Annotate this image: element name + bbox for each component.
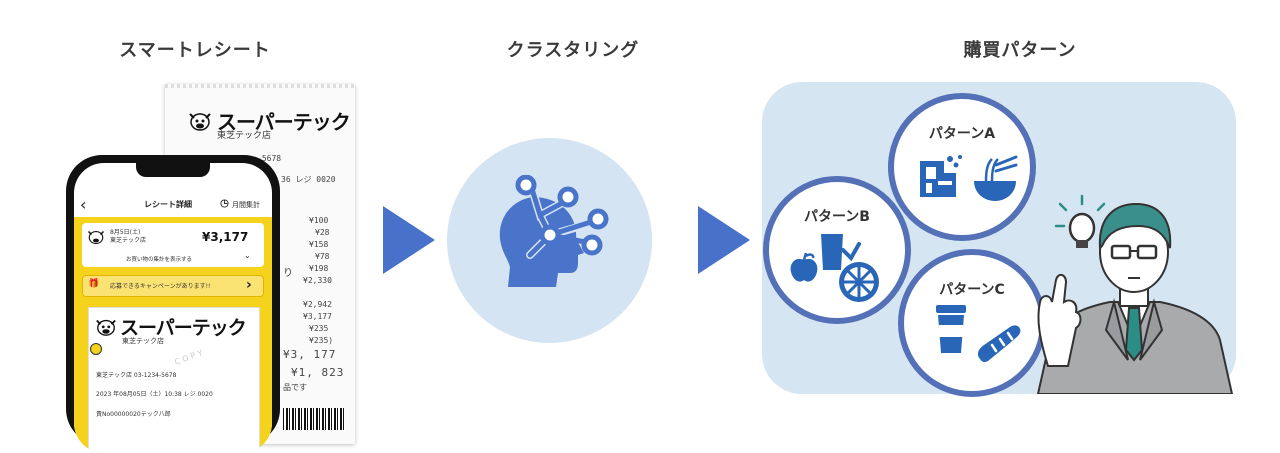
receipt-price-3: ¥78 — [315, 252, 330, 261]
juice-icon — [821, 234, 861, 270]
pattern-label-a: パターンA — [928, 126, 996, 142]
orange-slice-icon — [839, 262, 879, 302]
receipt-phone-suffix: -5678 — [257, 154, 282, 163]
noodle-bowl-icon — [974, 155, 1018, 201]
pattern-label-c: パターンC — [939, 282, 1005, 298]
receipt-price-8: ¥235 — [309, 324, 329, 333]
receipt-price-11: ¥1, 823 — [291, 366, 345, 379]
digital-receipt-datetime: 2023 年08月05日（土）10:38 レジ 0020 — [96, 391, 213, 398]
cow-logo-icon — [189, 113, 211, 131]
pattern-label-b: パターンB — [804, 209, 870, 225]
title-clustering: クラスタリング — [506, 40, 640, 61]
receipt-price-1: ¥28 — [315, 228, 330, 237]
pattern-bubble-c: パターンC — [898, 249, 1046, 397]
campaign-arrow-icon[interactable]: › — [246, 277, 252, 293]
receipt-price-6: ¥2,942 — [303, 300, 332, 309]
pattern-bubble-a: パターンA — [888, 93, 1036, 241]
digital-receipt-phone: 東芝テック店 03-1234-5678 — [96, 372, 177, 379]
digital-receipt-member: 責No00000020テック八郎 — [96, 411, 171, 418]
title-smart-receipt: スマートレシート — [119, 40, 271, 61]
receipt-price-5: ¥2,330 — [303, 276, 332, 285]
pattern-bubble-b: パターンB — [763, 176, 911, 324]
gift-icon: 🎁 — [88, 279, 100, 289]
smartphone: ‹ レシート詳細 月間集計 8月5日(土) 東芝テック店 ¥3,177 お買い物… — [66, 155, 280, 453]
title-purchase-pattern: 購買パターン — [963, 40, 1077, 61]
summary-date: 8月5日(土) — [110, 229, 141, 236]
summary-total: ¥3,177 — [202, 230, 249, 244]
monthly-summary-icon[interactable] — [220, 199, 229, 208]
receipt-price-4: ¥198 — [309, 264, 329, 273]
receipt-fragment: り — [283, 268, 293, 279]
coffee-cup-icon — [936, 305, 966, 353]
zoom-magnifier-icon[interactable] — [90, 343, 102, 355]
cow-logo-icon — [87, 230, 105, 245]
flow-arrow-1 — [383, 206, 435, 274]
campaign-text: 応募できるキャンペーンがあります!! — [110, 283, 211, 290]
receipt-price-7: ¥3,177 — [303, 312, 332, 321]
back-chevron-icon[interactable]: ‹ — [80, 195, 87, 214]
receipt-price-2: ¥158 — [309, 240, 329, 249]
apple-icon — [790, 252, 818, 282]
phone-notch — [136, 163, 210, 177]
phone-header-action[interactable]: 月間集計 — [232, 201, 260, 209]
digital-receipt-store: 東芝テック店 — [122, 337, 164, 345]
businessman-thinking-illustration — [1036, 194, 1234, 394]
ai-head-network-icon — [499, 175, 609, 287]
expand-label[interactable]: お買い物の集計を表示する — [126, 257, 193, 263]
receipt-zigzag-edge — [165, 84, 355, 88]
receipt-price-9: ¥235) — [309, 336, 334, 345]
receipt-price-10: ¥3, 177 — [283, 348, 337, 361]
cereal-box-icon — [920, 155, 962, 197]
campaign-banner[interactable] — [82, 275, 264, 297]
receipt-barcode — [283, 408, 345, 430]
receipt-price-0: ¥100 — [309, 216, 329, 225]
summary-store: 東芝テック店 — [110, 237, 147, 244]
receipt-reg: 36 レジ 0020 — [281, 175, 336, 184]
receipt-tail-note: 品です — [283, 383, 307, 392]
bread-icon — [977, 325, 1021, 363]
flow-arrow-2 — [698, 206, 750, 274]
receipt-brand: スーパーテック — [217, 110, 351, 134]
digital-receipt-brand: スーパーテック — [120, 317, 247, 339]
cow-logo-icon — [96, 319, 116, 336]
expand-chevron-icon[interactable]: ⌄ — [244, 251, 251, 260]
light-bulb-icon — [1054, 194, 1106, 248]
phone-header-title: レシート詳細 — [144, 200, 192, 209]
receipt-store: 東芝テック店 — [217, 131, 272, 141]
summary-card[interactable] — [82, 223, 264, 267]
phone-screen: ‹ レシート詳細 月間集計 8月5日(土) 東芝テック店 ¥3,177 お買い物… — [74, 163, 272, 453]
